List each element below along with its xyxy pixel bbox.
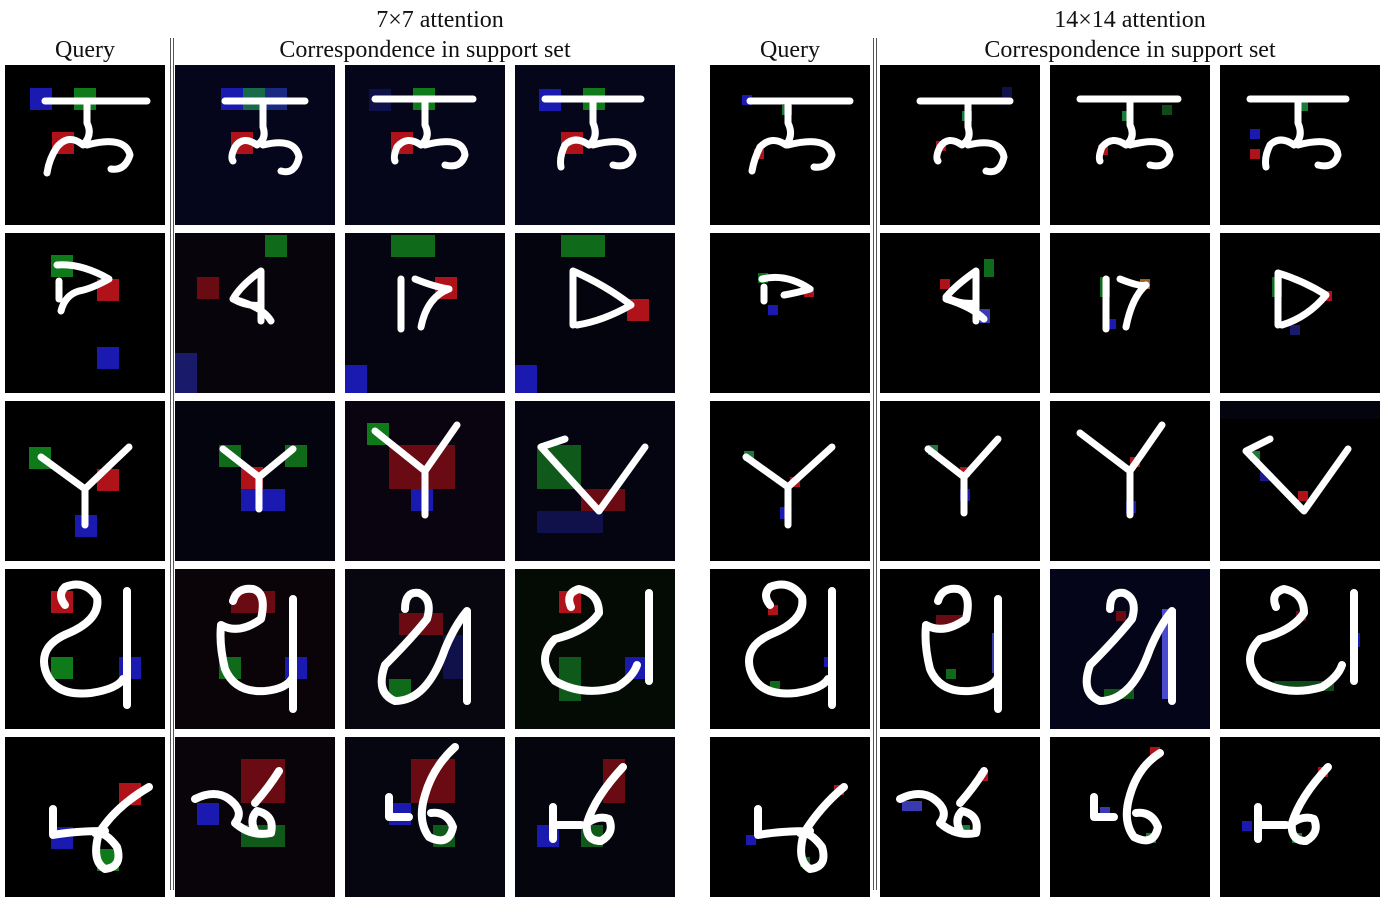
support-tile-r5-right-2 [1050, 737, 1210, 897]
support-tile-r1-left-1 [175, 65, 335, 225]
separator-right-a [873, 38, 874, 890]
support-tile-r5-right-1 [880, 737, 1040, 897]
query-tile-r1-right [710, 65, 870, 225]
query-tile-r1-left [5, 65, 165, 225]
support-tile-r1-right-2 [1050, 65, 1210, 225]
query-tile-r5-left [5, 737, 165, 897]
separator-left-b [173, 38, 174, 890]
support-tile-r2-left-3 [515, 233, 675, 393]
support-tile-r2-left-2 [345, 233, 505, 393]
support-tile-r4-left-3 [515, 569, 675, 729]
support-tile-r3-right-1 [880, 401, 1040, 561]
query-header-right: Query [725, 38, 855, 62]
support-tile-r3-right-3 [1220, 401, 1380, 561]
query-tile-r2-left [5, 233, 165, 393]
separator-right-b [876, 38, 877, 890]
support-header-left: Correspondence in support set [175, 38, 675, 62]
support-tile-r4-left-2 [345, 569, 505, 729]
support-tile-r1-right-1 [880, 65, 1040, 225]
query-header-left: Query [20, 38, 150, 62]
query-tile-r4-left [5, 569, 165, 729]
support-tile-r3-left-1 [175, 401, 335, 561]
query-tile-r2-right [710, 233, 870, 393]
support-tile-r4-right-3 [1220, 569, 1380, 729]
support-tile-r2-left-1 [175, 233, 335, 393]
panel-title-7x7: 7×7 attention [330, 8, 550, 32]
separator-left-a [170, 38, 171, 890]
query-tile-r4-right [710, 569, 870, 729]
support-tile-r5-left-2 [345, 737, 505, 897]
support-tile-r1-left-3 [515, 65, 675, 225]
support-tile-r1-right-3 [1220, 65, 1380, 225]
query-tile-r3-right [710, 401, 870, 561]
support-tile-r5-left-3 [515, 737, 675, 897]
support-tile-r2-right-2 [1050, 233, 1210, 393]
support-tile-r4-left-1 [175, 569, 335, 729]
support-tile-r1-left-2 [345, 65, 505, 225]
support-tile-r5-left-1 [175, 737, 335, 897]
support-tile-r3-left-3 [515, 401, 675, 561]
support-header-right: Correspondence in support set [880, 38, 1380, 62]
query-tile-r5-right [710, 737, 870, 897]
query-tile-r3-left [5, 401, 165, 561]
panel-title-14x14: 14×14 attention [1020, 8, 1240, 32]
support-tile-r4-right-2 [1050, 569, 1210, 729]
support-tile-r3-right-2 [1050, 401, 1210, 561]
support-tile-r2-right-3 [1220, 233, 1380, 393]
support-tile-r2-right-1 [880, 233, 1040, 393]
support-tile-r5-right-3 [1220, 737, 1380, 897]
support-tile-r3-left-2 [345, 401, 505, 561]
support-tile-r4-right-1 [880, 569, 1040, 729]
